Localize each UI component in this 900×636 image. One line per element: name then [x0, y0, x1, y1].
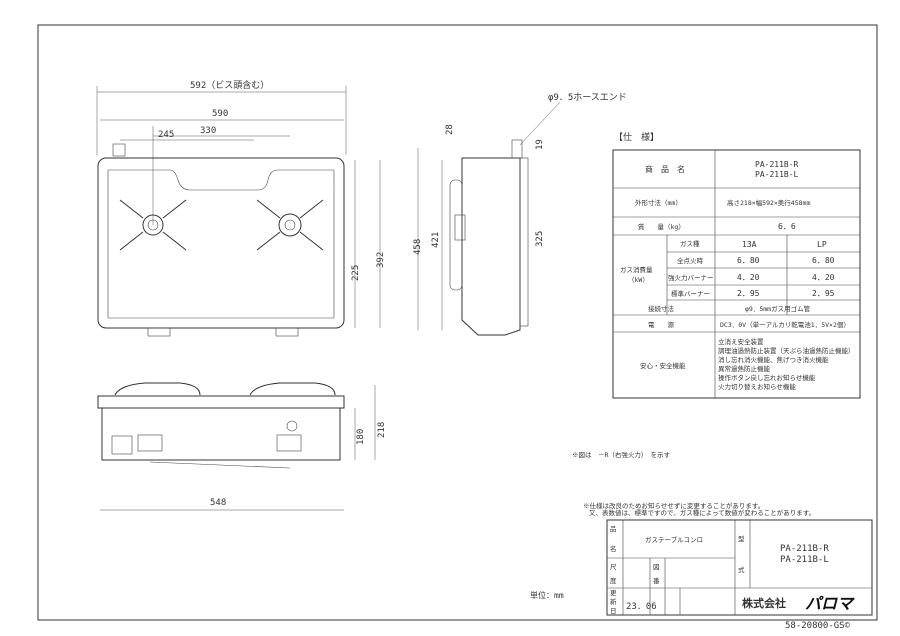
svg-text:強火力バーナー: 強火力バーナー: [668, 273, 714, 282]
dim-hose-end: φ9．5ホースエンド: [548, 92, 627, 103]
svg-text:番: 番: [653, 577, 660, 585]
dim-245: 245: [158, 130, 174, 140]
svg-text:6．80: 6．80: [812, 256, 835, 265]
svg-text:4．20: 4．20: [812, 273, 835, 282]
svg-text:新: 新: [610, 597, 617, 606]
spec-title: 【仕 様】: [614, 131, 659, 143]
svg-text:式: 式: [738, 565, 745, 574]
svg-text:日: 日: [610, 607, 617, 615]
dim-421: 421: [431, 232, 441, 248]
svg-text:ガス種: ガス種: [680, 239, 700, 248]
paloma-logo: パロマ: [805, 594, 855, 613]
right-burner-icon: [278, 213, 302, 237]
svg-text:PA-211B-L: PA-211B-L: [755, 170, 799, 179]
svg-text:6．80: 6．80: [737, 256, 760, 265]
dim-330: 330: [200, 126, 216, 136]
svg-text:φ9．5mmガス用ゴム管: φ9．5mmガス用ゴム管: [745, 304, 811, 313]
svg-text:2．95: 2．95: [812, 289, 835, 298]
title-block: 品 名 ガステーブルコンロ 尺 度 図 番 型 式 PA-211B-R PA-2…: [606, 519, 873, 631]
svg-text:商 品 名: 商 品 名: [645, 164, 685, 174]
model-number-1: PA-211B-R: [780, 544, 829, 554]
front-view: 180 218 548: [97, 382, 387, 511]
dim-225: 225: [351, 265, 361, 281]
dim-392: 392: [376, 252, 386, 268]
svg-text:LP: LP: [817, 240, 827, 249]
svg-text:ガス消費量: ガス消費量: [620, 265, 653, 274]
svg-text:型: 型: [738, 534, 745, 543]
left-burner-icon: [142, 214, 164, 236]
document-number: 58-20800-GS©: [785, 621, 851, 631]
svg-text:名: 名: [610, 544, 617, 553]
svg-text:（kW）: （kW）: [628, 276, 649, 284]
unit-label: 単位：mm: [530, 590, 564, 600]
updated-date: 23．06: [626, 602, 657, 612]
product-type: ガステーブルコンロ: [645, 535, 703, 544]
gas-inlet-icon: [112, 143, 126, 157]
svg-text:DC3．0V（単一アルカリ乾電池1．5V×2個）: DC3．0V（単一アルカリ乾電池1．5V×2個）: [720, 320, 850, 329]
svg-text:13A: 13A: [742, 240, 757, 249]
dim-19: 19: [535, 139, 545, 150]
svg-text:消し忘れ消火機能、焦げつき消火機能: 消し忘れ消火機能、焦げつき消火機能: [718, 355, 829, 364]
svg-text:更: 更: [610, 589, 617, 597]
dim-325: 325: [535, 231, 545, 247]
svg-text:質 量（kg）: 質 量（kg）: [638, 222, 685, 231]
svg-text:高さ218×幅592×奥行458mm: 高さ218×幅592×奥行458mm: [727, 198, 810, 207]
dim-548: 548: [210, 498, 226, 508]
spec-table: 【仕 様】 商 品 名 PA-211B-R PA-211B-L 外形寸法（mm）…: [612, 131, 861, 399]
svg-text:全点火時: 全点火時: [677, 256, 704, 265]
dim-590: 590: [212, 109, 228, 119]
top-view: 592（ビス頭含む） 590 330 245 225 392: [96, 79, 386, 337]
svg-text:操作ボタン戻し忘れお知らせ機能: 操作ボタン戻し忘れお知らせ機能: [718, 373, 816, 382]
svg-text:立消え安全装置: 立消え安全装置: [718, 337, 764, 346]
dim-592: 592（ビス頭含む）: [190, 79, 269, 91]
svg-text:尺: 尺: [610, 563, 617, 571]
svg-text:標準バーナー: 標準バーナー: [671, 289, 710, 298]
svg-text:度: 度: [610, 576, 617, 585]
dim-458: 458: [413, 239, 423, 255]
svg-text:2．95: 2．95: [737, 289, 760, 298]
svg-text:安心・安全機能: 安心・安全機能: [640, 361, 686, 370]
svg-text:接続寸法: 接続寸法: [648, 304, 675, 313]
dim-28: 28: [445, 124, 455, 135]
svg-text:品: 品: [610, 525, 617, 533]
svg-text:外形寸法（mm）: 外形寸法（mm）: [635, 198, 682, 207]
dim-218: 218: [377, 422, 387, 438]
dim-180: 180: [356, 429, 366, 445]
sheet-border: [37, 24, 878, 621]
spec-change-note: ※仕様は改良のためお知らせせずに変更することがあります。: [583, 501, 764, 510]
svg-text:PA-211B-R: PA-211B-R: [755, 160, 799, 169]
svg-text:4．20: 4．20: [737, 273, 760, 282]
svg-text:火力切り替えお知らせ機能: 火力切り替えお知らせ機能: [718, 382, 796, 391]
value-variation-note: 又、表数値は、標準ですので、ガス種によって数値が変わることがあります。: [589, 508, 815, 517]
figure-note: ※図は －R（右強火力） を示す: [572, 450, 671, 459]
svg-text:6．6: 6．6: [778, 222, 796, 231]
svg-text:調理油過熱防止装置（天ぷら油過熱防止機能）: 調理油過熱防止装置（天ぷら油過熱防止機能）: [718, 346, 855, 355]
model-number-2: PA-211B-L: [780, 555, 829, 565]
svg-text:異常過熱防止機能: 異常過熱防止機能: [718, 364, 771, 373]
svg-text:図: 図: [653, 563, 660, 571]
side-view: φ9．5ホースエンド 458 421 28 19 325: [413, 92, 627, 336]
company-name: 株式会社: [742, 596, 786, 610]
svg-text:電 源: 電 源: [648, 320, 675, 329]
